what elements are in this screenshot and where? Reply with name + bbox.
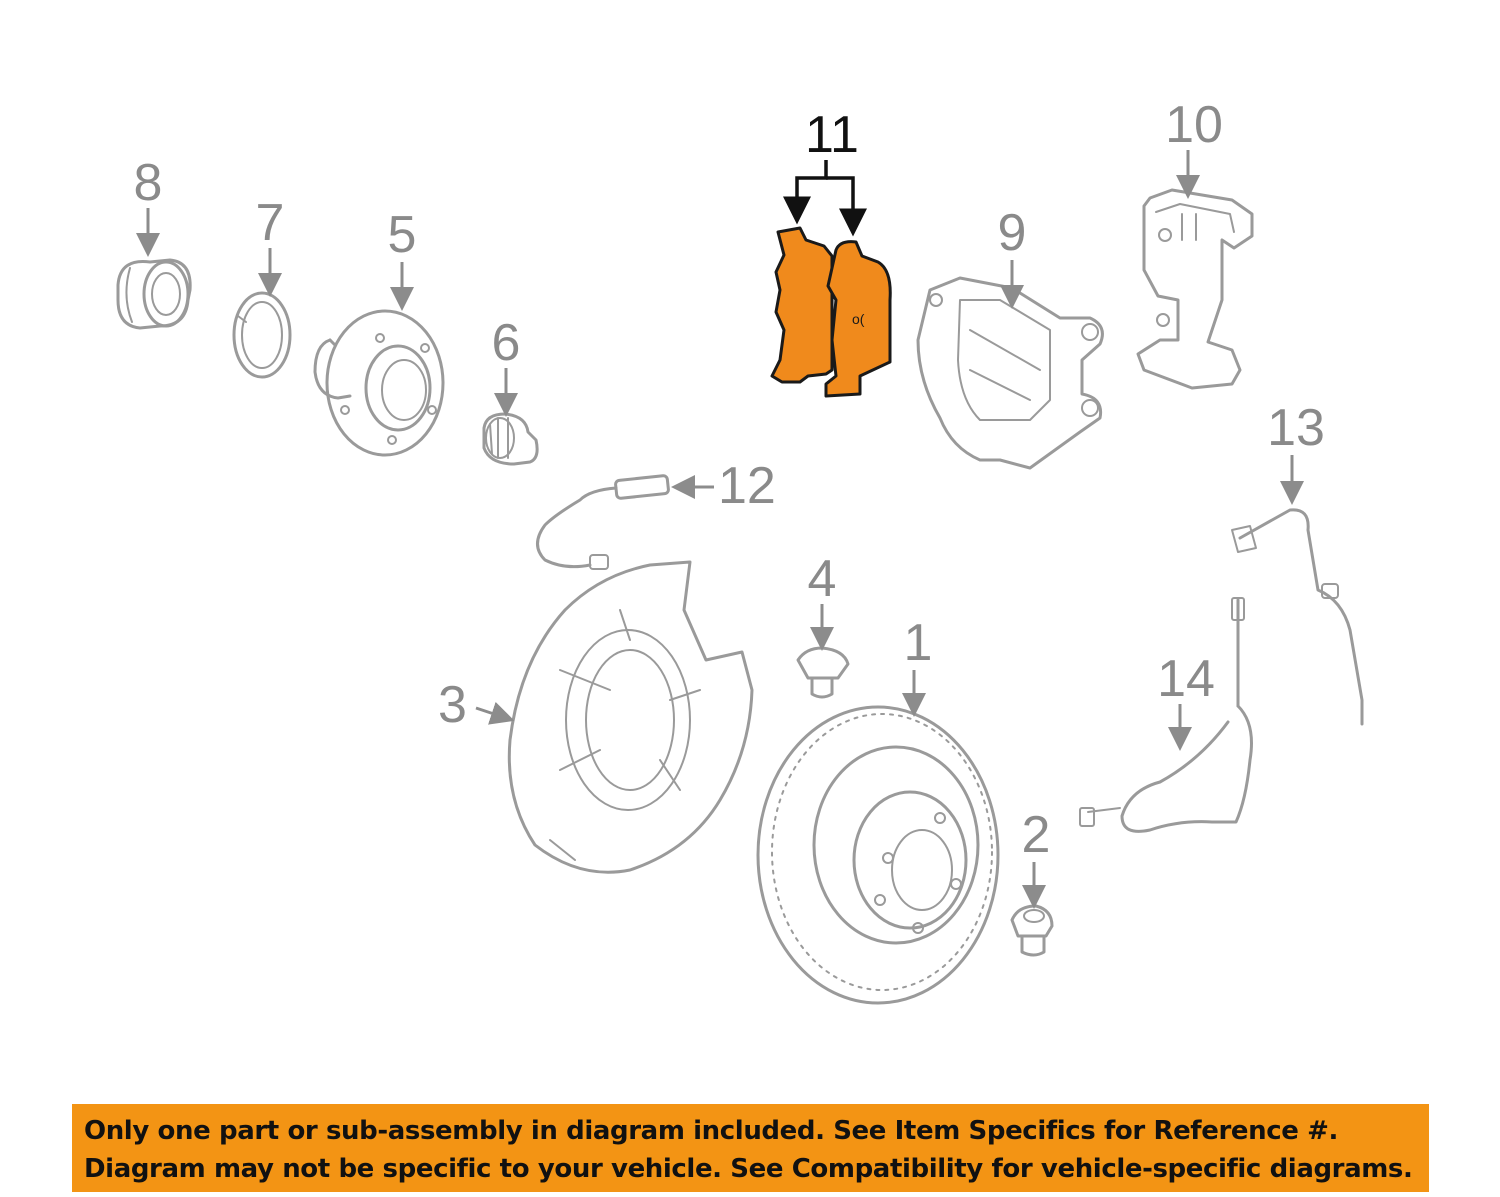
- callout-10: 10: [1165, 96, 1223, 154]
- callout-2: 2: [1022, 806, 1051, 864]
- callout-7: 7: [256, 194, 285, 252]
- disclaimer-line-2: Diagram may not be specific to your vehi…: [84, 1154, 1413, 1184]
- part-9-brake-caliper[interactable]: [916, 276, 1104, 470]
- callout-14: 14: [1157, 650, 1215, 708]
- leader-3: [475, 701, 515, 725]
- callout-8: 8: [134, 154, 163, 212]
- callout-12: 12: [718, 457, 776, 515]
- callout-3: 3: [438, 676, 467, 734]
- part-5-wheel-hub[interactable]: [313, 309, 445, 457]
- part-6-hub-nut[interactable]: [482, 412, 539, 466]
- callout-11: 11: [805, 106, 859, 164]
- part-4-bleeder-cap[interactable]: [796, 646, 850, 699]
- callout-4: 4: [808, 550, 837, 608]
- part-13-brake-hose[interactable]: [1231, 508, 1364, 726]
- callout-6: 6: [492, 314, 521, 372]
- part-10-caliper-bracket[interactable]: [1136, 188, 1254, 390]
- pad-marking-glyph: o(: [852, 311, 865, 327]
- part-3-dust-shield[interactable]: [507, 560, 754, 874]
- part-8-wheel-bearing[interactable]: [116, 258, 192, 330]
- callout-1: 1: [904, 614, 933, 672]
- callout-5: 5: [388, 206, 417, 264]
- part-7-snap-ring[interactable]: [232, 291, 292, 379]
- part-14-abs-sensor[interactable]: [1079, 597, 1253, 833]
- part-1-brake-rotor[interactable]: [756, 705, 1000, 1005]
- leader-11b: [826, 176, 867, 237]
- part-2-rotor-bolt[interactable]: [1010, 904, 1054, 957]
- part-11-brake-pads[interactable]: o(: [770, 226, 892, 398]
- part-12-pad-wear-sensor[interactable]: [536, 474, 670, 570]
- disclaimer-banner: Only one part or sub-assembly in diagram…: [72, 1104, 1429, 1192]
- leader-11a: [783, 160, 828, 225]
- callout-9: 9: [998, 204, 1027, 262]
- disclaimer-line-1: Only one part or sub-assembly in diagram…: [84, 1116, 1338, 1146]
- callout-13: 13: [1267, 399, 1325, 457]
